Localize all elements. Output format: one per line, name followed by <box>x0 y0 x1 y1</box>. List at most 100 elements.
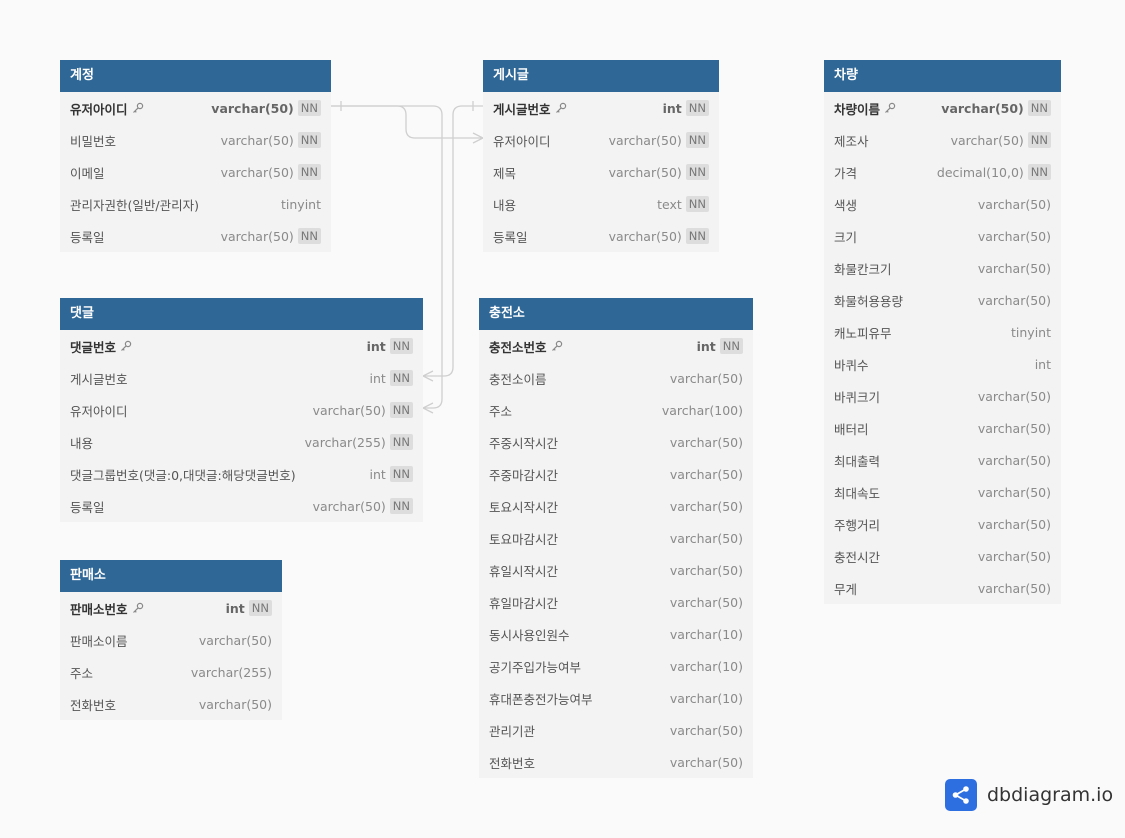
field-type: varchar(50) <box>220 132 294 148</box>
field-name: 내용 <box>493 197 517 213</box>
field-type: varchar(50) <box>669 722 743 738</box>
not-null-badge: NN <box>389 498 413 514</box>
field-type: varchar(50) <box>220 164 294 180</box>
field-row[interactable]: 판매소이름 varchar(50) <box>60 624 282 656</box>
field-type: int <box>662 100 682 116</box>
field-name: 내용 <box>70 435 94 451</box>
many-marker <box>421 402 434 414</box>
field-name: 무게 <box>834 581 858 597</box>
not-null-badge: NN <box>297 228 321 244</box>
many-marker <box>421 370 434 382</box>
field-name: 충전소번호 <box>489 339 547 355</box>
field-row[interactable]: 주중시작시간 varchar(50) <box>479 426 753 458</box>
field-type: text <box>657 196 682 212</box>
field-type: varchar(50) <box>312 402 386 418</box>
field-name: 주소 <box>70 665 94 681</box>
field-type: varchar(50) <box>669 754 743 770</box>
field-type: varchar(50) <box>608 164 682 180</box>
field-type: varchar(50) <box>669 434 743 450</box>
not-null-badge: NN <box>685 164 709 180</box>
field-name: 등록일 <box>70 499 105 515</box>
field-row[interactable]: 관리기관 varchar(50) <box>479 714 753 746</box>
field-name: 주중시작시간 <box>489 435 559 451</box>
field-type: int <box>366 338 386 354</box>
field-row[interactable]: 관리자권한(일반/관리자)tinyint <box>60 188 331 220</box>
not-null-badge: NN <box>297 164 321 180</box>
not-null-badge: NN <box>685 228 709 244</box>
field-type: varchar(50) <box>608 228 682 244</box>
brand-name: dbdiagram.io <box>987 784 1114 806</box>
field-name: 주행거리 <box>834 517 881 533</box>
field-name: 판매소이름 <box>70 633 128 649</box>
not-null-badge: NN <box>389 402 413 418</box>
table-title: 충전소 <box>479 298 753 330</box>
field-type: varchar(10) <box>669 690 743 706</box>
field-type: varchar(50) <box>198 632 272 648</box>
field-name: 충전시간 <box>834 549 881 565</box>
field-name: 관리기관 <box>489 723 536 739</box>
field-name: 제목 <box>493 165 517 181</box>
field-name: 제조사 <box>834 133 869 149</box>
field-name: 최대출력 <box>834 453 881 469</box>
field-row[interactable]: 제목 varchar(50)NN <box>483 156 719 188</box>
field-type: decimal(10,0) <box>936 164 1024 180</box>
share-nodes-icon <box>945 779 977 811</box>
brand[interactable]: dbdiagram.io <box>945 779 1113 811</box>
field-type: int <box>225 600 245 616</box>
field-type: varchar(50) <box>977 452 1051 468</box>
field-row[interactable]: 최대출력 varchar(50) <box>824 444 1061 476</box>
field-name: 휴일시작시간 <box>489 563 559 579</box>
field-name: 최대속도 <box>834 485 881 501</box>
